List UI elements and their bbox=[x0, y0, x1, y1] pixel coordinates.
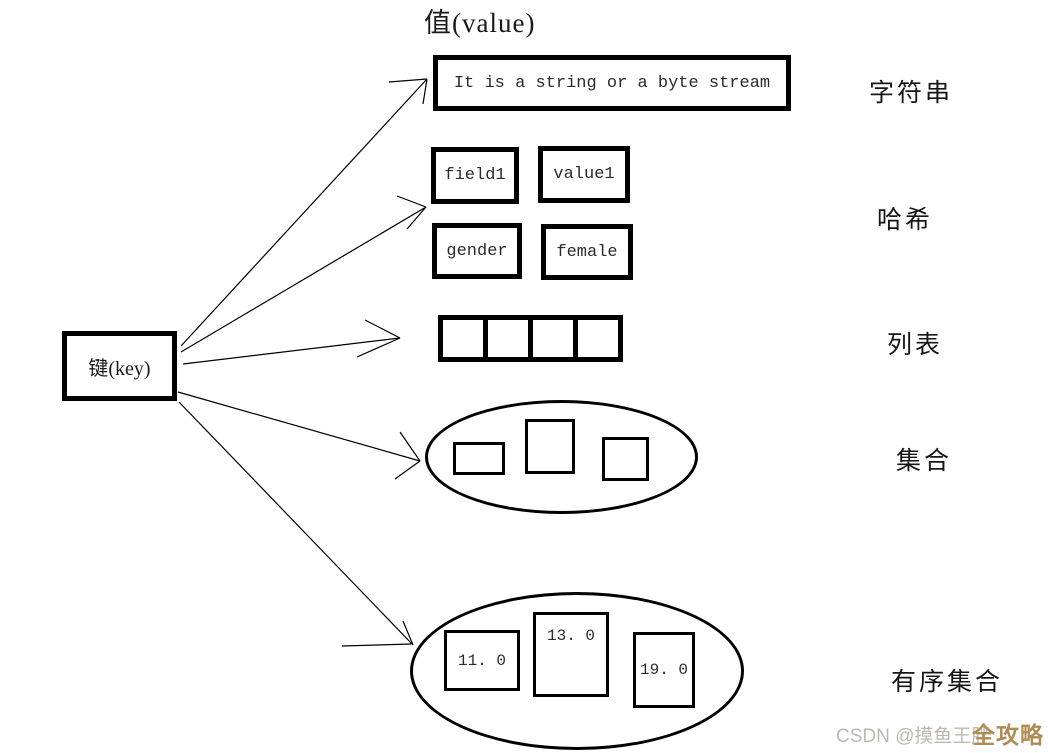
set-item-box bbox=[602, 437, 649, 481]
label-set: 集合 bbox=[896, 448, 953, 475]
hash-field2-box: gender bbox=[432, 223, 522, 279]
label-hash: 哈希 bbox=[877, 207, 934, 234]
set-item-box bbox=[525, 419, 575, 474]
hash-value1-box: value1 bbox=[538, 146, 630, 203]
label-string: 字符串 bbox=[869, 80, 954, 107]
list-cell bbox=[483, 315, 533, 362]
set-ellipse bbox=[425, 400, 698, 514]
sorted-set-score-box: 19. 0 bbox=[633, 632, 695, 708]
diagram-title: 值(value) bbox=[424, 8, 536, 38]
label-sorted-set: 有序集合 bbox=[891, 669, 1004, 696]
string-box: It is a string or a byte stream bbox=[433, 55, 791, 111]
arrow-key-to-string bbox=[180, 78, 428, 347]
list-cell bbox=[528, 315, 578, 362]
key-label: 键(key) bbox=[88, 357, 151, 380]
hash-value2-box: female bbox=[541, 224, 633, 280]
hash-value1-text: value1 bbox=[553, 165, 615, 184]
hash-value2-text: female bbox=[556, 242, 618, 262]
sorted-set-score-box: 11. 0 bbox=[444, 630, 520, 691]
watermark-text: CSDN @摸鱼王胖 bbox=[836, 726, 991, 747]
sorted-set-score-text: 19. 0 bbox=[639, 661, 688, 679]
arrow-key-to-sorted-set bbox=[178, 401, 414, 647]
hash-field1-text: field1 bbox=[444, 166, 506, 185]
arrow-key-to-set bbox=[177, 391, 421, 480]
list-cell bbox=[573, 315, 623, 362]
watermark-badge: 全攻略 bbox=[972, 723, 1044, 748]
set-item-box bbox=[453, 442, 505, 475]
label-list: 列表 bbox=[887, 332, 944, 359]
arrow-key-to-list bbox=[182, 319, 401, 365]
sorted-set-ellipse bbox=[410, 592, 744, 750]
list-cell bbox=[438, 315, 488, 362]
sorted-set-score-text: 13. 0 bbox=[546, 627, 595, 645]
sorted-set-score-text: 11. 0 bbox=[457, 651, 506, 670]
arrow-key-to-hash bbox=[180, 195, 427, 353]
string-box-text: It is a string or a byte stream bbox=[453, 73, 771, 93]
sorted-set-score-box: 13. 0 bbox=[533, 612, 609, 697]
hash-field2-text: gender bbox=[446, 241, 508, 261]
hash-field1-box: field1 bbox=[431, 147, 519, 204]
list-cells bbox=[438, 315, 623, 362]
key-box: 键(key) bbox=[62, 331, 177, 401]
